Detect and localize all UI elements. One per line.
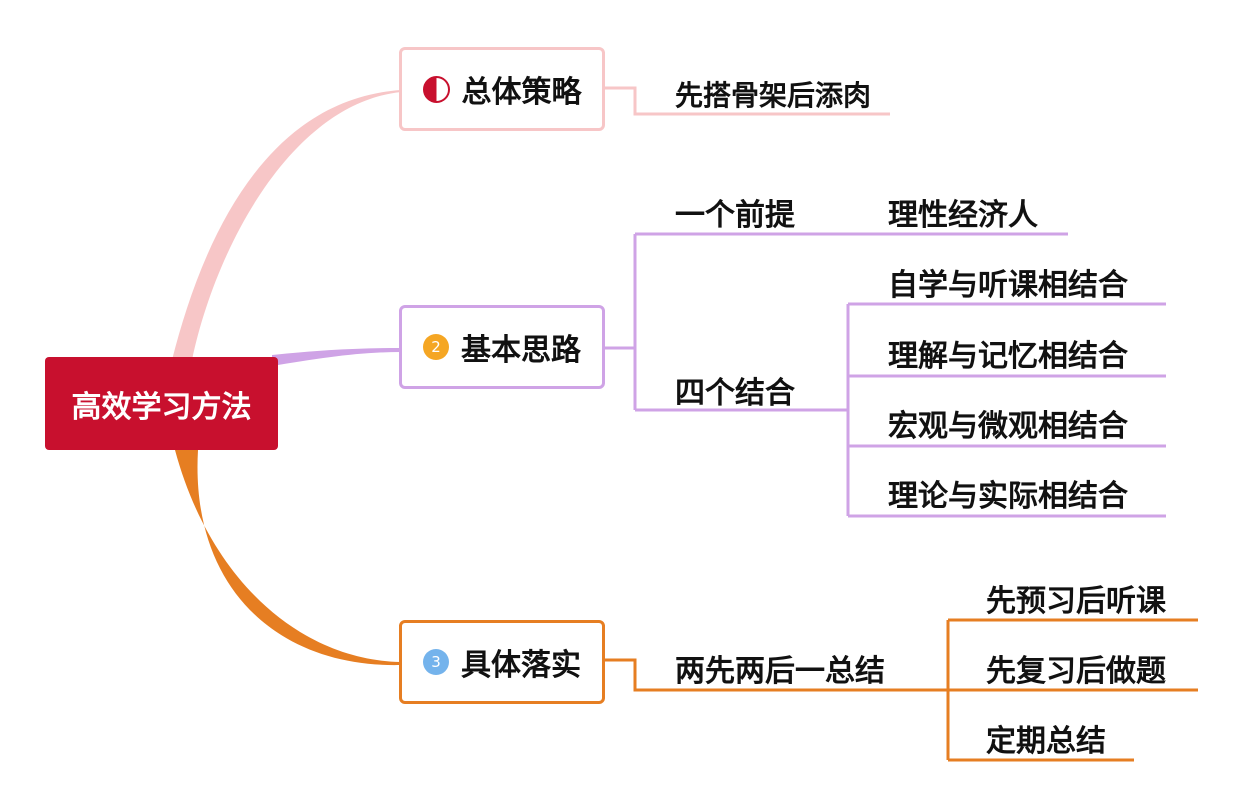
topic-node[interactable]: 理性经济人 — [888, 198, 1038, 233]
branch-2-connector — [605, 232, 1068, 412]
branch-3-connector — [605, 658, 948, 692]
root-label: 高效学习方法 — [71, 389, 252, 425]
root-to-branch-2-curve — [272, 348, 401, 366]
branch-label: 总体策略 — [461, 75, 582, 110]
topic-node[interactable]: 先搭骨架后添肉 — [675, 79, 872, 112]
topic-node[interactable]: 两先两后一总结 — [675, 654, 885, 689]
number-badge-icon: 2 — [423, 334, 449, 360]
topic-node[interactable]: 自学与听课相结合 — [888, 268, 1128, 303]
branch-node-3[interactable]: 3 具体落实 — [399, 620, 605, 704]
root-node[interactable]: 高效学习方法 — [45, 357, 278, 450]
topic-node[interactable]: 理论与实际相结合 — [888, 479, 1128, 514]
topic-node[interactable]: 四个结合 — [675, 376, 795, 411]
branch-node-1[interactable]: 总体策略 — [399, 47, 605, 131]
number-badge-icon: 3 — [423, 649, 449, 675]
branch-label: 具体落实 — [461, 648, 581, 683]
topic-node[interactable]: 先复习后做题 — [986, 654, 1166, 689]
topic-node[interactable]: 宏观与微观相结合 — [888, 409, 1128, 444]
topic-node[interactable]: 理解与记忆相结合 — [888, 339, 1128, 374]
root-to-branch-1-curve — [172, 90, 401, 360]
branch-node-2[interactable]: 2 基本思路 — [399, 305, 605, 389]
branch-label: 基本思路 — [461, 333, 581, 368]
branch-1-connector — [605, 86, 890, 116]
sub-2-2-connector — [846, 302, 1166, 518]
sub-3-1-connector — [946, 618, 1198, 762]
root-to-branch-3-curve — [175, 450, 401, 666]
topic-node[interactable]: 一个前提 — [675, 198, 795, 233]
topic-node[interactable]: 先预习后听课 — [986, 584, 1166, 619]
topic-node[interactable]: 定期总结 — [986, 724, 1106, 759]
half-filled-circle-icon — [422, 75, 450, 103]
